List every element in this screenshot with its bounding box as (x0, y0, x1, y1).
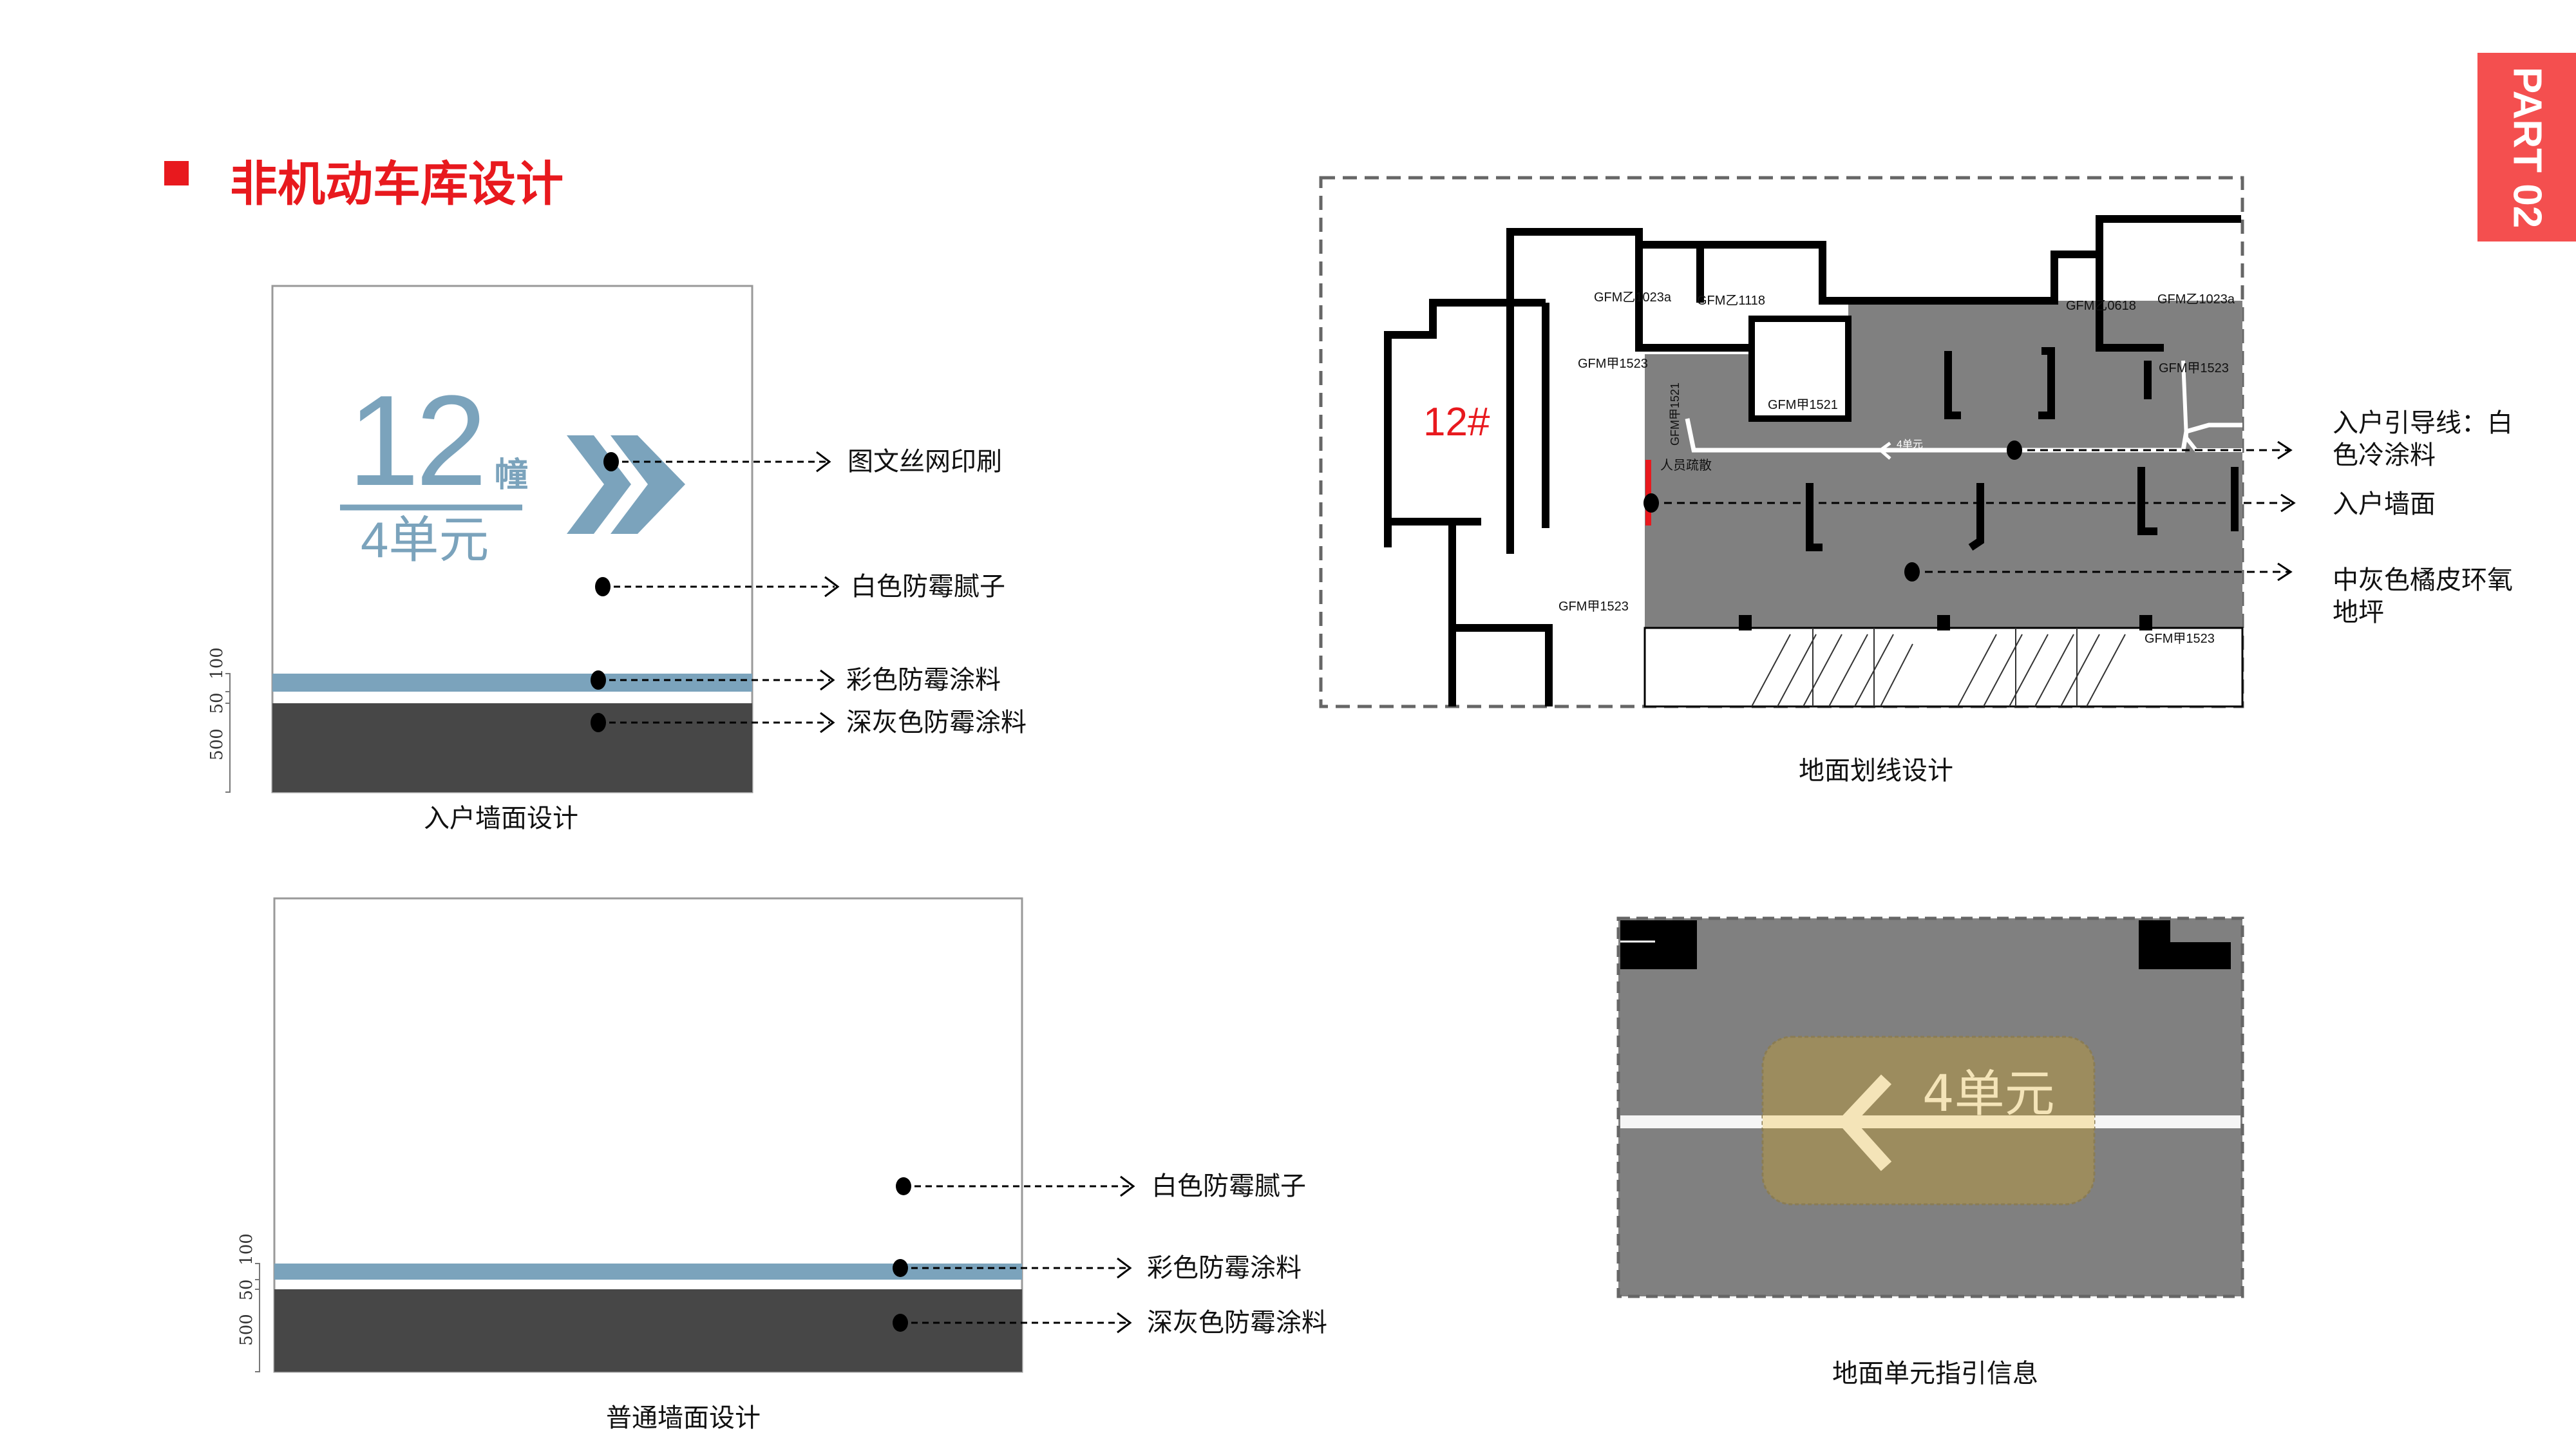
dimension-label: 100 (207, 647, 227, 679)
callout-guide-line: 入户引导线：白色冷涂料 (2333, 408, 2513, 470)
callout-white-putty: 白色防霉腻子 (1151, 1171, 1306, 1201)
room-tag: GFM乙1118 (1697, 294, 1765, 308)
floor-sign-caption: 地面单元指引信息 (1832, 1359, 2038, 1388)
entry-wall-blue-stripe (272, 674, 752, 692)
floor-sign-unit-label: 4单元 (1922, 1065, 2055, 1123)
page-title: 非机动车库设计 (230, 156, 564, 212)
guide-arrow-icon (1877, 441, 1891, 460)
dimension-label: 100 (237, 1233, 256, 1265)
entry-wall-caption: 入户墙面设计 (424, 804, 578, 833)
room-tag: GFM甲1523 (1558, 600, 1629, 614)
callout-dark-grey-paint: 深灰色防霉涂料 (846, 708, 1027, 737)
callout-epoxy-floor: 中灰色橘皮环氧地坪 (2333, 565, 2513, 627)
dimension-label: 500 (237, 1314, 256, 1346)
normal-wall-elevation (255, 897, 1135, 1373)
part-tab: PART 02 (2477, 53, 2576, 242)
normal-wall-blue-stripe (274, 1264, 1022, 1280)
sign-building-number: 12 (348, 369, 487, 513)
dimension-label: 50 (237, 1279, 256, 1301)
callout-color-paint: 彩色防霉涂料 (846, 665, 1001, 695)
callout-entry-wall: 入户墙面 (2333, 489, 2436, 519)
room-tag: GFM甲1523 (1578, 357, 1648, 371)
entry-wall-dark-base (272, 703, 752, 792)
chevron-icon (567, 435, 631, 534)
entry-wall-marker (1645, 460, 1651, 526)
floor-sign-detail (1616, 916, 2244, 1298)
dimension-label: 50 (207, 692, 227, 714)
columns (1806, 347, 2239, 551)
entry-wall-elevation (225, 285, 840, 793)
parking-hatch (1751, 628, 2126, 707)
normal-wall-dark-base (274, 1289, 1022, 1372)
title-bullet (164, 161, 189, 185)
floor-plan (1319, 176, 2296, 708)
callout-color-paint: 彩色防霉涂料 (1147, 1253, 1302, 1283)
callout-white-putty: 白色防霉腻子 (851, 572, 1005, 601)
arrow-left-icon (1837, 1074, 1892, 1171)
building-walls (1384, 215, 2241, 706)
room-tag: GFM乙0618 (2066, 299, 2136, 313)
floor-plan-caption: 地面划线设计 (1799, 756, 1953, 786)
room-tag: GFM甲1523 (2145, 632, 2215, 646)
normal-wall-caption: 普通墙面设计 (606, 1403, 761, 1433)
dimension-label: 500 (207, 728, 227, 761)
callout-dark-grey-paint: 深灰色防霉涂料 (1147, 1308, 1327, 1338)
chevron-icon (611, 435, 685, 534)
room-tag: GFM甲1521 (1669, 382, 1681, 446)
building-label: 12# (1423, 400, 1490, 444)
entry-guide-line (1685, 418, 2242, 453)
room-tag: GFM甲1523 (2159, 361, 2229, 375)
evacuation-label: 人员疏散 (1660, 459, 1712, 473)
sign-unit-label: 4单元 (361, 511, 489, 568)
callout-screen-print: 图文丝网印刷 (848, 447, 1002, 477)
guide-text: 4单元 (1897, 439, 1923, 450)
room-tag: GFM甲1521 (1768, 398, 1838, 412)
room-tag: GFM乙1023a (1594, 290, 1672, 305)
room-tag: GFM乙1023a (2157, 292, 2235, 307)
sign-building-unit: 幢 (495, 457, 529, 494)
